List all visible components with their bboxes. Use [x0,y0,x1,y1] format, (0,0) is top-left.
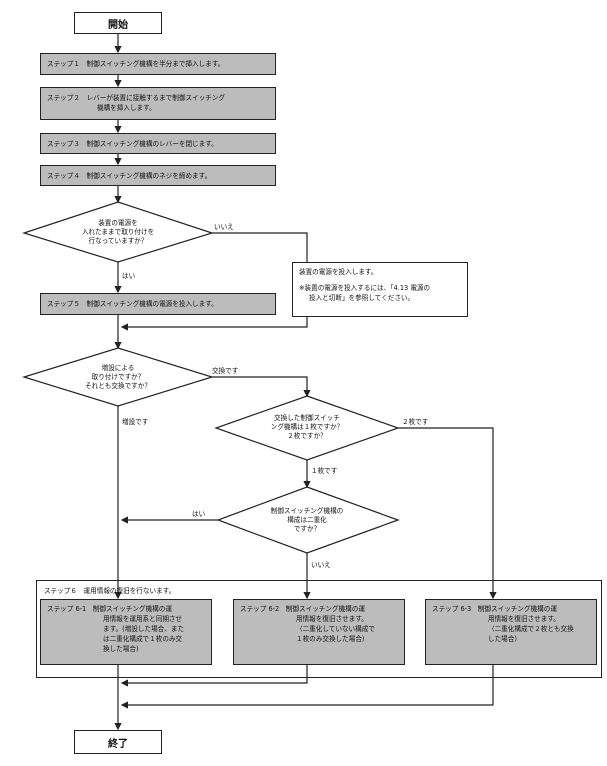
end-terminal: 終了 [74,730,162,754]
decision-diamond-add-or-replace [21,347,215,407]
step-6-1-line1: ステップ 6-1 制御スイッチング機構の運 [47,605,172,613]
end-label: 終了 [108,738,128,750]
step-3-text: ステップ３ 制御スイッチング機構のレバーを閉じます。 [47,139,218,148]
branch-d1-no: いいえ [214,223,234,231]
power-note-line1: 装置の電源を投入します。 [299,268,378,276]
decision-4-line1: 制御スイッチング機構の [270,507,344,515]
branch-d3-two: ２枚です [402,418,429,426]
step-2-box: ステップ２ レバーが装置に接触するまで制御スイッチング 機構を挿入します。 [40,87,276,120]
step-6-3-line2: 用情報を復旧させます。 [488,615,560,623]
branch-d1-yes: はい [122,272,136,280]
decision-diamond-power [22,201,214,263]
decision-4-text: 制御スイッチング機構の 構成は二重化 ですか？ [247,507,367,534]
step-6-title: ステップ６ 運用情報の復旧を行ないます。 [44,587,176,595]
step-6-1-line4: は二重化構成で１枚のみ交 [103,635,183,643]
step-5-text: ステップ５ 制御スイッチング機構の電源を投入します。 [47,300,218,308]
power-note-line3: 投入と切断」を参照してください。 [309,294,415,302]
step-6-1-box: ステップ 6-1 制御スイッチング機構の運 用情報を運用系と同期させ ます。(増… [40,599,212,665]
power-note-line2: ※装置の電源を投入するには、「4.13 電源の [299,284,431,292]
decision-1-line3: 行なっていますか？ [88,237,148,245]
step-6-2-line3: （二重化していない構成で [296,625,375,633]
step-6-1-line5: 換した場合) [103,645,139,653]
decision-4-line2: 構成は二重化 [287,516,327,524]
step-1-text: ステップ１ 制御スイッチング機構を半分まで挿入します。 [47,60,225,68]
branch-d3-one: １枚です [311,467,338,475]
step-6-3-box: ステップ 6-3 制御スイッチング機構の運 用情報を復旧させます。 （二重化構成… [425,599,597,665]
step-6-2-line1: ステップ 6-2 制御スイッチング機構の運 [240,605,365,613]
step-2-text-line1: ステップ２ レバーが装置に接触するまで制御スイッチング [47,94,226,102]
decision-1-line2: 入れたままで取り付けを [81,228,155,236]
step-6-3-line1: ステップ 6-3 制御スイッチング機構の運 [432,605,557,613]
decision-2-text: 増設による 取り付けですか？ それとも交換ですか？ [58,364,178,391]
step-6-3-line3: （二重化構成で２枚とも交換 [488,625,574,633]
decision-2-line2: 取り付けですか？ [91,373,145,381]
decision-1-line1: 装置の電源を [98,219,138,227]
decision-1-text: 装置の電源を 入れたままで取り付けを 行なっていますか？ [58,219,178,246]
decision-diamond-count [214,395,400,461]
start-terminal: 開始 [74,12,162,34]
branch-d4-yes: はい [192,510,206,518]
decision-3-text: 交換した制御スイッチ ング機構は１枚ですか？ ２枚ですか？ [247,414,367,441]
step-6-1-line3: ます。(増設した場合、また [103,625,185,633]
decision-2-line3: それとも交換ですか？ [85,382,151,390]
decision-2-line1: 増設による [101,364,135,372]
decision-4-line3: ですか？ [293,525,321,533]
start-label: 開始 [108,19,128,31]
step-4-text: ステップ４ 制御スイッチング機構のネジを締めます。 [47,171,212,180]
step-6-2-box: ステップ 6-2 制御スイッチング機構の運 用情報を復旧させます。 （二重化して… [233,599,405,665]
step-5-box: ステップ５ 制御スイッチング機構の電源を投入します。 [40,293,276,315]
step-6-group [36,580,602,678]
step-3-box: ステップ３ 制御スイッチング機構のレバーを閉じます。 [40,133,276,154]
power-on-note: 装置の電源を投入します。 ※装置の電源を投入するには、「4.13 電源の 投入と… [292,262,468,317]
decision-diamond-redundant [216,486,400,554]
branch-d4-no: いいえ [311,561,331,569]
step-1-box: ステップ１ 制御スイッチング機構を半分まで挿入します。 [40,53,276,75]
step-6-3-line4: した場合） [488,635,521,643]
step-6-1-line2: 用情報を運用系と同期させ [103,615,183,623]
branch-d2-add: 増設です [122,418,149,426]
decision-3-line1: 交換した制御スイッチ [274,414,340,422]
branch-d2-replace: 交換です [212,367,239,375]
decision-3-line2: ング機構は１枚ですか？ [270,423,344,431]
step-4-box: ステップ４ 制御スイッチング機構のネジを締めます。 [40,165,276,186]
decision-3-line3: ２枚ですか？ [287,432,327,440]
step-6-2-line2: 用情報を復旧させます。 [296,615,368,623]
step-6-2-line4: １枚のみ交換した場合) [296,635,365,643]
step-2-text-line2: 機構を挿入します。 [97,104,156,112]
